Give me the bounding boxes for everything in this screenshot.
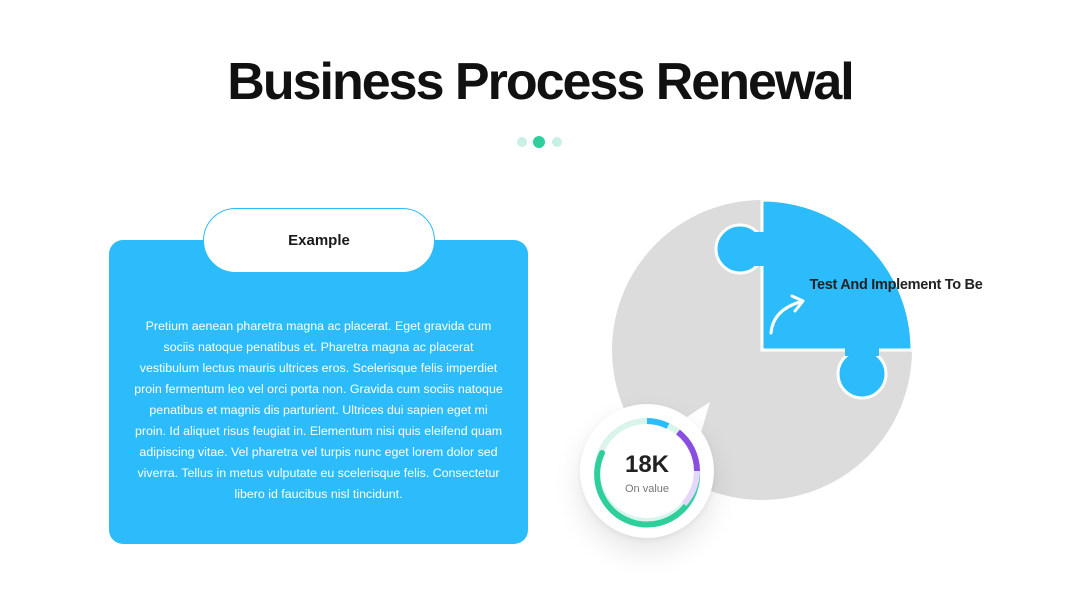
kpi-ring-lilac [681,470,700,507]
example-tab: Example [203,208,435,273]
kpi-ring-blue [646,418,670,429]
kpi-ring-purple [676,429,700,472]
page-title: Business Process Renewal [227,53,854,111]
curved-arrow-icon [769,294,805,335]
kpi-pointer [682,402,710,436]
pagination-dots [517,136,567,148]
dot-1 [517,137,527,147]
dot-2-active [533,136,545,148]
example-card [109,240,528,544]
kpi-label: On value [624,483,670,495]
step-label: Test And Implement To Be [809,277,983,293]
kpi-ring [594,418,701,528]
puzzle-knob-bottom [836,348,888,400]
example-tab-label: Example [288,232,350,249]
dot-3 [552,137,562,147]
puzzle-blue-piece [760,198,914,352]
kpi-value: 18K [624,451,670,478]
example-body-text: Pretium aenean pharetra magna ac placera… [134,319,503,501]
kpi-badge: 18K On value [580,404,714,538]
